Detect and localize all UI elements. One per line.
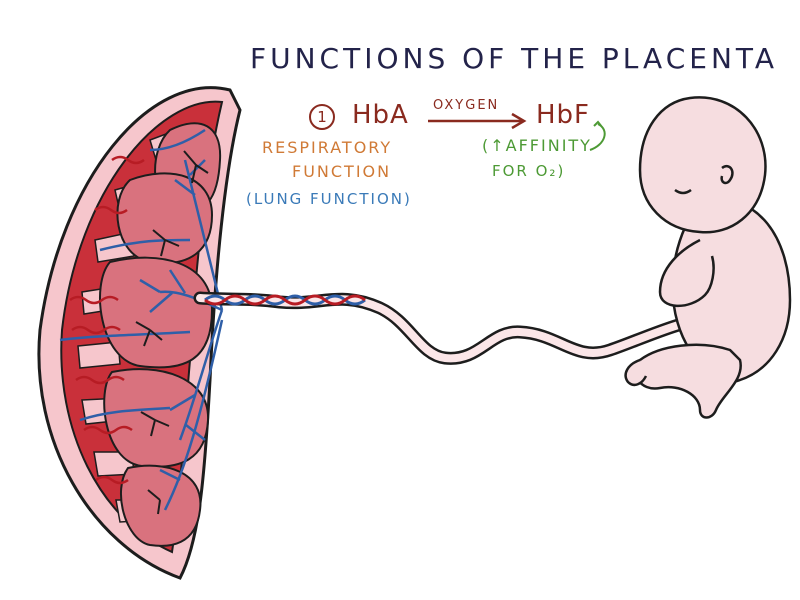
function-label: FUNCTION: [292, 162, 392, 181]
hba-label: HbA: [352, 100, 409, 130]
maternal-vessels: [69, 155, 145, 485]
respiratory-label: RESPIRATORY: [262, 138, 393, 157]
umbilical-cord-body: [193, 291, 727, 365]
fetus-arm: [658, 238, 715, 308]
fetus-leg: [634, 343, 742, 419]
affinity-note: (↑AFFINITY: [482, 136, 592, 155]
point-number-badge: 1: [309, 104, 335, 130]
oxygen-label: OXYGEN: [433, 98, 500, 113]
fetus-ear: [720, 164, 734, 185]
fetus-foot: [624, 358, 648, 387]
villous-trees: [135, 150, 209, 515]
umbilical-cord-illustration: [193, 291, 727, 365]
fetal-vessels: [59, 128, 224, 511]
fetus-head: [638, 96, 767, 234]
cord-artery: [204, 294, 366, 306]
hbf-label: HbF: [536, 100, 591, 130]
fetus-eye: [674, 188, 692, 195]
placenta-illustration: [37, 86, 242, 580]
fetus-illustration: [624, 96, 792, 419]
diagram-title: FUNCTIONS OF THE PLACENTA: [250, 42, 778, 75]
lung-function-note: (LUNG FUNCTION): [246, 190, 412, 208]
for-o2-note: FOR O₂): [492, 162, 566, 180]
